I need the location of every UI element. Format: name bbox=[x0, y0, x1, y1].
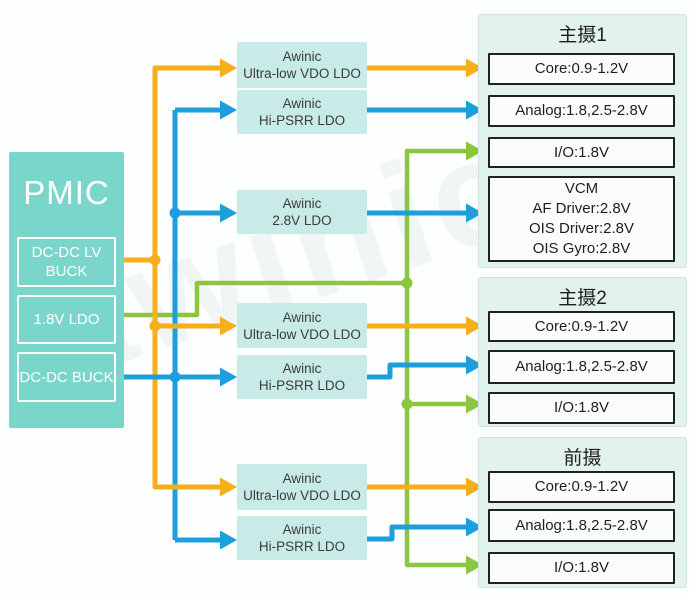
ldo-brand: Awinic bbox=[282, 471, 322, 486]
vcm-af-driver: AF Driver:2.8V bbox=[532, 200, 631, 217]
ldo-type: Hi-PSRR LDO bbox=[258, 378, 346, 393]
rail-io: I/O:1.8V bbox=[488, 552, 675, 584]
wire-blue-out-2 bbox=[367, 362, 466, 380]
rail-core: Core:0.9-1.2V bbox=[488, 53, 675, 85]
camera-panel-main2: 主摄2 Core:0.9-1.2V Analog:1.8,2.5-2.8V I/… bbox=[478, 277, 687, 427]
rail-label: Analog:1.8,2.5-2.8V bbox=[515, 102, 648, 119]
wire-green-trunk bbox=[404, 148, 466, 568]
pmic-block: PMIC DC-DC LV BUCK 1.8V LDO DC-DC BUCK bbox=[9, 152, 124, 428]
rail-analog: Analog:1.8,2.5-2.8V bbox=[488, 509, 675, 542]
rail-label: I/O:1.8V bbox=[553, 559, 610, 576]
camera-panel-main1: 主摄1 Core:0.9-1.2V Analog:1.8,2.5-2.8V I/… bbox=[478, 14, 687, 268]
rail-analog: Analog:1.8,2.5-2.8V bbox=[488, 95, 675, 127]
arrowhead-yellow-cam2-core bbox=[466, 316, 483, 336]
vcm-title: VCM bbox=[564, 180, 599, 197]
rail-label: I/O:1.8V bbox=[553, 399, 610, 416]
rail-label: Analog:1.8,2.5-2.8V bbox=[515, 516, 648, 534]
pmic-output-label: 1.8V LDO bbox=[33, 311, 100, 328]
rail-label: Analog:1.8,2.5-2.8V bbox=[515, 358, 648, 375]
ldo-brand: Awinic bbox=[282, 49, 322, 64]
rail-label: Core:0.9-1.2V bbox=[534, 60, 629, 77]
rail-io: I/O:1.8V bbox=[488, 392, 675, 424]
ldo-hi-psrr-2: Awinic Hi-PSRR LDO bbox=[237, 355, 367, 399]
arrowhead-yellow-ldo4 bbox=[220, 316, 237, 336]
yellow-wire-network bbox=[117, 58, 483, 497]
ldo-brand: Awinic bbox=[282, 361, 322, 376]
rail-analog: Analog:1.8,2.5-2.8V bbox=[488, 350, 675, 384]
arrowhead-blue-ldo7 bbox=[220, 530, 237, 550]
ldo-brand: Awinic bbox=[282, 96, 322, 111]
ldo-brand: Awinic bbox=[282, 309, 322, 325]
ldo-hi-psrr-1: Awinic Hi-PSRR LDO bbox=[237, 90, 367, 134]
blue-wire-network bbox=[117, 100, 483, 550]
rail-core: Core:0.9-1.2V bbox=[488, 311, 675, 342]
camera-panel-title: 主摄2 bbox=[558, 288, 607, 309]
camera-panel-front: 前摄 Core:0.9-1.2V Analog:1.8,2.5-2.8V I/O… bbox=[478, 437, 687, 588]
rail-vcm: VCM AF Driver:2.8V OIS Driver:2.8V OIS G… bbox=[488, 176, 675, 262]
ldo-type: Ultra-low VDO LDO bbox=[243, 326, 361, 342]
camera-panel-title: 前摄 bbox=[563, 448, 602, 469]
arrowhead-blue-ldo2 bbox=[220, 100, 237, 120]
arrowhead-green-front-io bbox=[466, 555, 483, 575]
pmic-output-dcdc-buck: DC-DC BUCK bbox=[17, 352, 116, 402]
arrowhead-yellow-ldo1 bbox=[220, 58, 237, 78]
ldo-type: Hi-PSRR LDO bbox=[258, 539, 346, 554]
rail-label: I/O:1.8V bbox=[553, 143, 610, 161]
junction-dot-green bbox=[401, 277, 413, 289]
ldo-type: 2.8V LDO bbox=[272, 213, 332, 228]
arrowhead-blue-front-analog bbox=[466, 517, 483, 537]
ldo-type: Ultra-low VDO LDO bbox=[243, 66, 361, 81]
junction-dot-blue bbox=[169, 371, 181, 383]
pmic-output-dcdc-lv-buck: DC-DC LV BUCK bbox=[17, 237, 116, 287]
arrowhead-yellow-front-core bbox=[466, 477, 483, 497]
ldo-2v8: Awinic 2.8V LDO bbox=[237, 190, 367, 234]
ldo-type: Ultra-low VDO LDO bbox=[243, 488, 361, 503]
arrowhead-yellow-cam1-core bbox=[466, 58, 483, 78]
rail-io: I/O:1.8V bbox=[488, 137, 675, 168]
pmic-title: PMIC bbox=[23, 174, 110, 211]
ldo-ultra-low-vdo-2: Awinic Ultra-low VDO LDO bbox=[237, 303, 367, 348]
ldo-ultra-low-vdo-3: Awinic Ultra-low VDO LDO bbox=[237, 464, 367, 510]
arrowhead-blue-cam1-analog bbox=[466, 100, 483, 120]
junction-dot-green bbox=[401, 398, 413, 410]
rail-label: Core:0.9-1.2V bbox=[534, 317, 629, 335]
ldo-brand: Awinic bbox=[282, 196, 322, 211]
ldo-hi-psrr-3: Awinic Hi-PSRR LDO bbox=[237, 516, 367, 560]
arrowhead-yellow-ldo6 bbox=[220, 477, 237, 497]
arrowhead-blue-ldo5 bbox=[220, 367, 237, 387]
pmic-output-1v8-ldo: 1.8V LDO bbox=[17, 295, 116, 344]
arrowhead-green-cam2-io bbox=[466, 394, 483, 414]
junction-dot-yellow bbox=[149, 320, 161, 332]
wire-yellow-trunk bbox=[152, 65, 220, 490]
arrowhead-blue-cam2-analog bbox=[466, 355, 483, 375]
junction-dot-blue bbox=[169, 207, 181, 219]
junction-dot-yellow bbox=[149, 254, 161, 266]
ldo-ultra-low-vdo-1: Awinic Ultra-low VDO LDO bbox=[237, 42, 367, 88]
camera-panel-title: 主摄1 bbox=[558, 25, 607, 46]
vcm-ois-driver: OIS Driver:2.8V bbox=[528, 220, 635, 237]
arrowhead-green-cam1-io bbox=[466, 141, 483, 161]
pmic-output-label: DC-DC LV BUCK bbox=[31, 244, 102, 280]
ldo-brand: Awinic bbox=[282, 522, 322, 537]
arrowhead-blue-ldo3 bbox=[220, 203, 237, 223]
wire-blue-out-3 bbox=[367, 524, 466, 542]
pmic-output-label: DC-DC BUCK bbox=[19, 368, 114, 386]
rail-core: Core:0.9-1.2V bbox=[488, 471, 675, 503]
vcm-ois-gyro: OIS Gyro:2.8V bbox=[532, 240, 631, 257]
rail-label: Core:0.9-1.2V bbox=[534, 478, 629, 495]
ldo-type: Hi-PSRR LDO bbox=[258, 113, 346, 128]
arrowhead-blue-cam1-vcm bbox=[466, 203, 483, 223]
